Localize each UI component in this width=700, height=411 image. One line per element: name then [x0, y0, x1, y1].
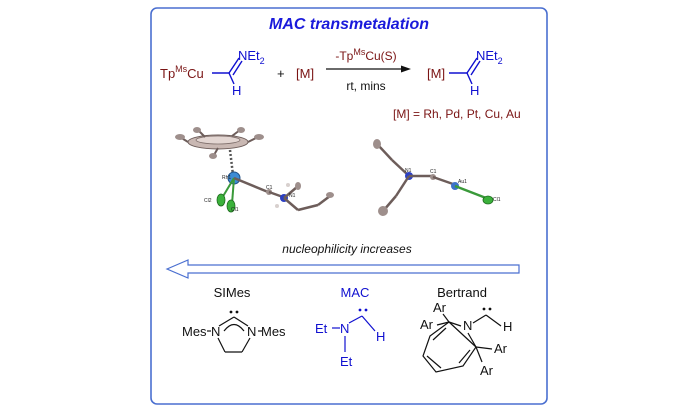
- figure-title: MAC transmetalation: [269, 16, 429, 33]
- svg-text:Ar: Ar: [420, 317, 434, 332]
- svg-text:Mes: Mes: [182, 324, 207, 339]
- reactant-h: H: [232, 83, 241, 98]
- product-c-h-bond: [466, 72, 473, 85]
- product-c-n-bond-1: [466, 57, 478, 74]
- arrow-condition-above: -TpMsCu(S): [335, 47, 396, 63]
- label-n1: N1: [289, 193, 296, 199]
- reaction-arrow: [326, 65, 411, 73]
- metal-reagent: [M]: [296, 66, 314, 81]
- label-n1-right: N1: [405, 168, 412, 174]
- metal-list: [M] = Rh, Pd, Pt, Cu, Au: [393, 107, 521, 121]
- label-cl1-right: Cl1: [493, 197, 501, 203]
- label-c1-right: C1: [430, 169, 437, 175]
- carbene-label-bertrand: Bertrand: [437, 285, 487, 300]
- trend-arrow: [165, 259, 520, 279]
- label-c1: C1: [266, 185, 273, 191]
- svg-text:Et: Et: [340, 354, 353, 369]
- svg-text:N: N: [463, 318, 472, 333]
- product-metal: [M]: [427, 66, 445, 81]
- label-cl2: Cl2: [204, 198, 212, 204]
- product-h: H: [470, 83, 479, 98]
- arrow-condition-below: rt, mins: [346, 79, 385, 93]
- svg-text:H: H: [376, 329, 385, 344]
- carbene-label-simes: SIMes: [214, 285, 251, 300]
- bertrand-structure: Ar Ar N H Ar Ar: [420, 300, 512, 378]
- carbene-label-mac: MAC: [341, 285, 370, 300]
- svg-text:Et: Et: [315, 321, 328, 336]
- svg-text:N: N: [340, 321, 349, 336]
- svg-text:Mes: Mes: [261, 324, 286, 339]
- reactant-tp-group: TpMsCu: [160, 64, 204, 81]
- svg-text:Ar: Ar: [480, 363, 494, 378]
- reactant-complex: TpMsCu NEt2 H: [160, 48, 265, 98]
- crystal-structure-rh: Rh1 Cl2 Cl1 C1 N1: [175, 127, 334, 213]
- product-complex: [M] NEt2 H: [427, 48, 503, 98]
- mac-structure: Et N H Et: [315, 308, 385, 369]
- svg-text:N: N: [247, 324, 256, 339]
- trend-label: nucleophilicity increases: [282, 242, 411, 256]
- c-n-double-bond-2: [232, 60, 243, 76]
- plus-sign: +: [277, 66, 285, 81]
- svg-text:H: H: [503, 319, 512, 334]
- product-c-n-bond-2: [470, 60, 481, 76]
- product-net2: NEt2: [476, 48, 503, 66]
- svg-text:N: N: [211, 324, 220, 339]
- figure-frame: [150, 7, 548, 405]
- simes-structure: Mes N N Mes: [182, 310, 286, 353]
- crystal-structure-au: N1 C1 Au1 Cl1: [373, 139, 501, 216]
- c-h-bond: [228, 72, 235, 85]
- label-au1: Au1: [458, 179, 467, 185]
- reactant-net2: NEt2: [238, 48, 265, 66]
- label-cl1: Cl1: [231, 207, 239, 213]
- c-n-double-bond-1: [228, 57, 240, 74]
- svg-text:Ar: Ar: [494, 341, 508, 356]
- label-rh1: Rh1: [222, 175, 231, 181]
- svg-text:Ar: Ar: [433, 300, 447, 315]
